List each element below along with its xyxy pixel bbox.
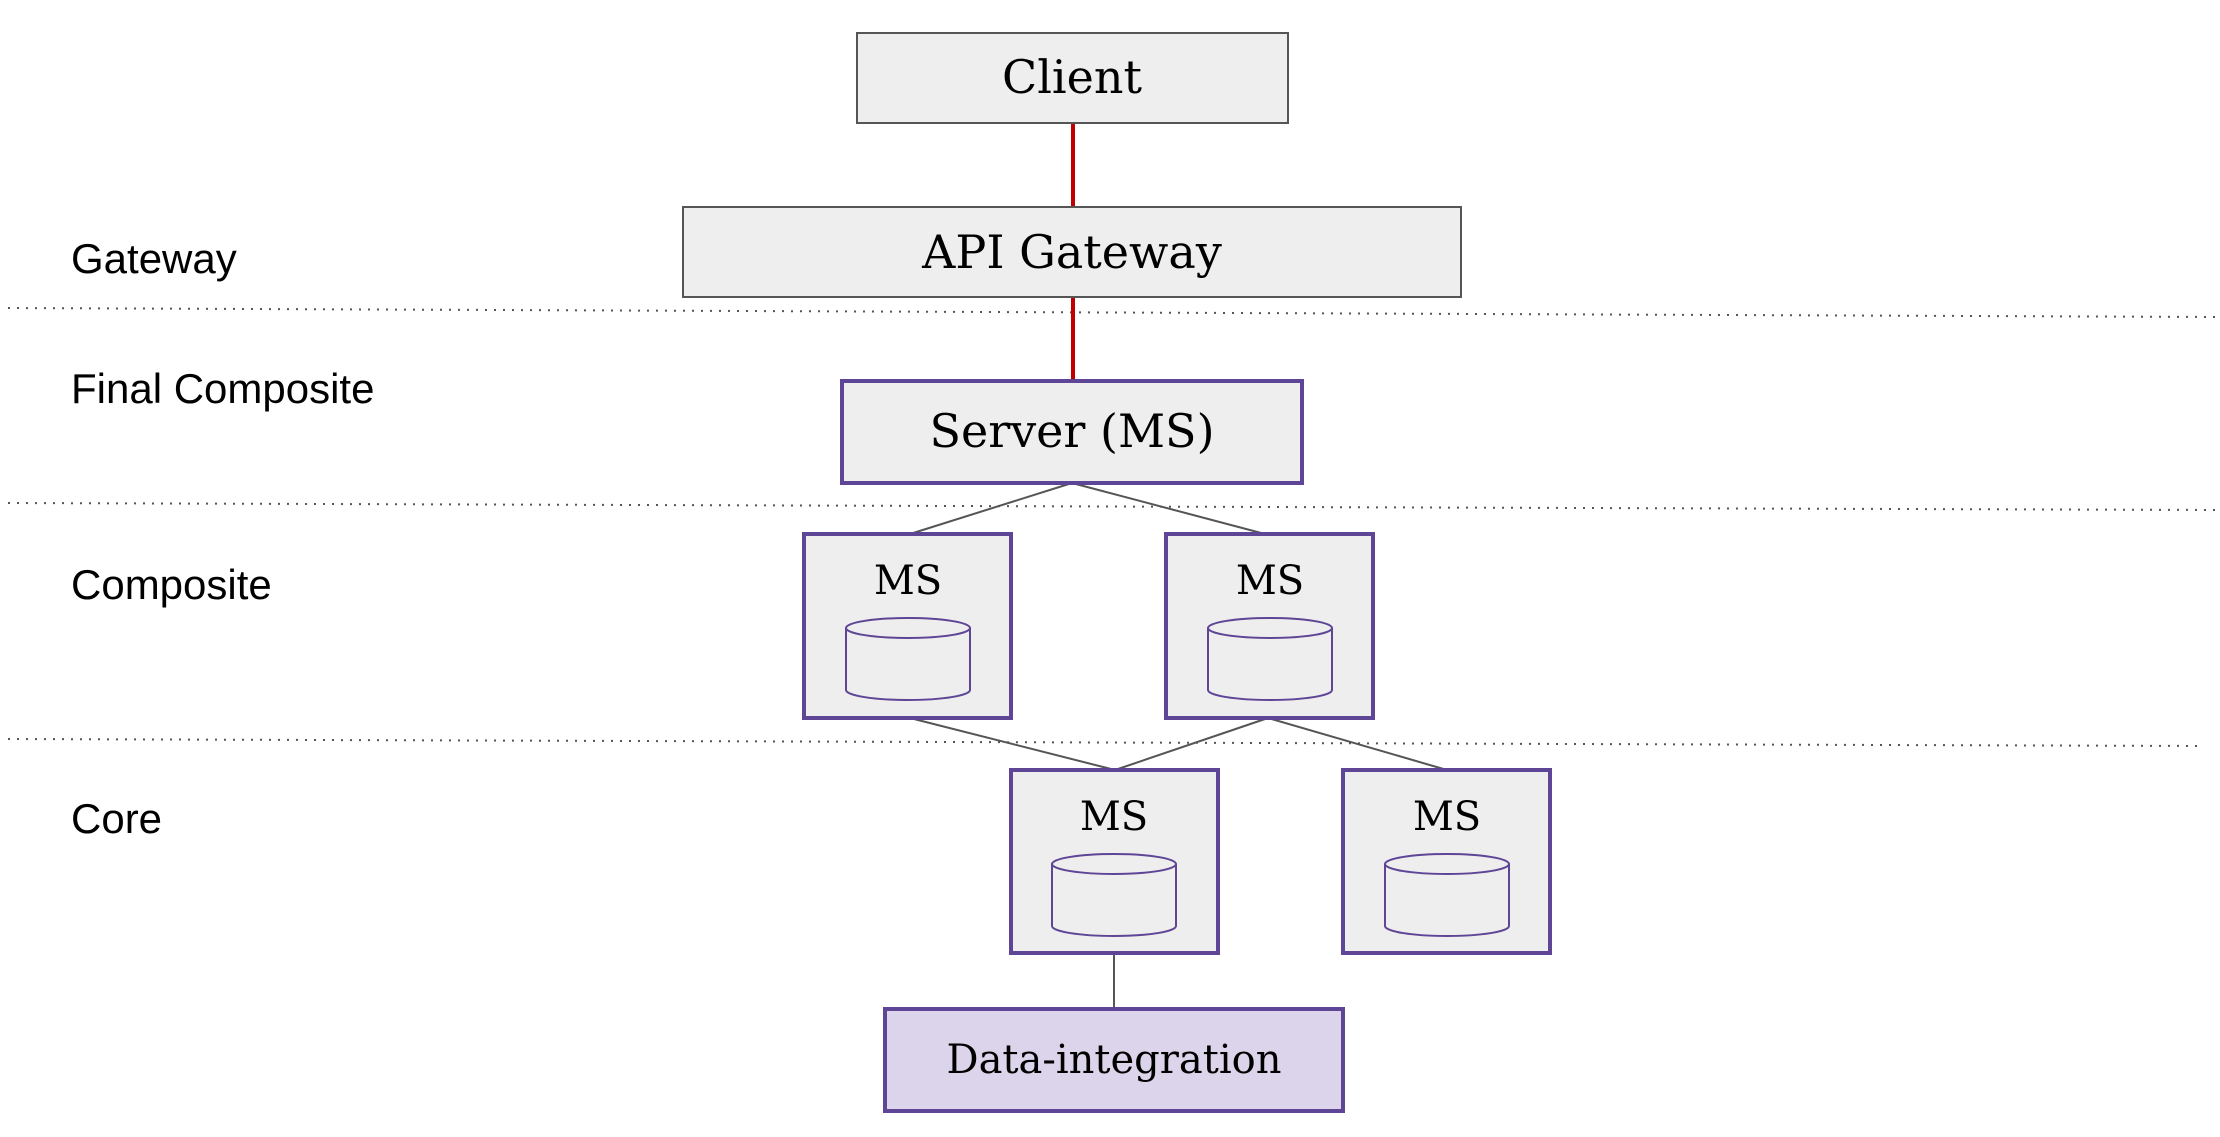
composite-ms-2-box: MS [1164, 532, 1375, 720]
database-icon [1207, 617, 1333, 701]
composite-ms-1-box: MS [802, 532, 1013, 720]
link-composite2-core1 [1114, 717, 1269, 771]
core-ms-1-box: MS [1009, 768, 1220, 955]
database-icon [1051, 853, 1177, 937]
client-label: Client [1002, 50, 1142, 104]
link-composite2-core2 [1267, 717, 1448, 771]
database-icon [845, 617, 971, 701]
client-box: Client [856, 32, 1289, 124]
composite-ms-1-label: MS [874, 558, 942, 604]
server-label: Server (MS) [929, 404, 1214, 458]
composite-ms-2-label: MS [1236, 558, 1304, 604]
core-ms-1-label: MS [1080, 794, 1148, 840]
layer-label-final-composite: Final Composite [71, 365, 375, 412]
server-box: Server (MS) [840, 379, 1304, 485]
link-composite1-core1 [909, 717, 1116, 771]
layer-label-gateway: Gateway [71, 235, 237, 282]
layer-label-composite: Composite [71, 561, 272, 608]
core-ms-2-box: MS [1341, 768, 1552, 955]
link-server-composite-1 [909, 482, 1073, 535]
separator-gateway-final [7, 307, 2216, 318]
separator-final-composite [7, 502, 2216, 511]
layer-label-core: Core [71, 795, 163, 842]
data-integration-label: Data-integration [947, 1037, 1282, 1083]
database-icon [1384, 853, 1510, 937]
api-gateway-label: API Gateway [921, 225, 1222, 279]
core-ms-2-label: MS [1413, 794, 1481, 840]
link-server-composite-2 [1071, 482, 1266, 535]
data-integration-box: Data-integration [883, 1007, 1345, 1113]
separator-composite-core [7, 738, 2201, 747]
api-gateway-box: API Gateway [682, 206, 1462, 298]
